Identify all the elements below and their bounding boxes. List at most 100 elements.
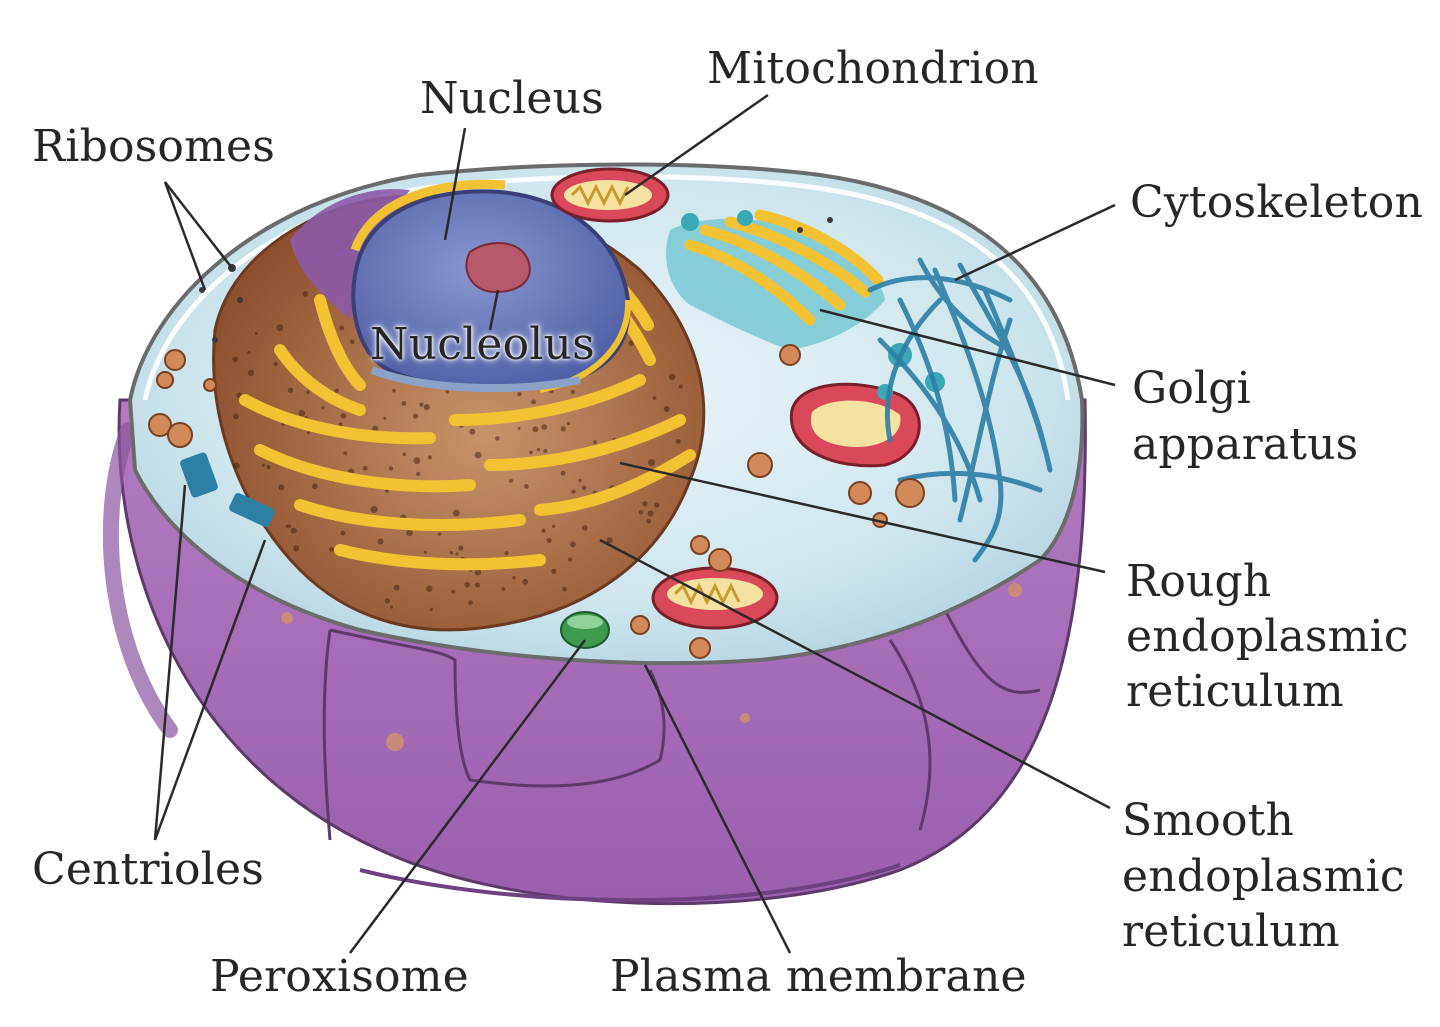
ribosome-dot	[646, 518, 652, 524]
ribosome-dot	[237, 297, 243, 303]
label-golgi-line1: Golgi	[1132, 363, 1251, 414]
ribosome-dot	[402, 452, 407, 457]
ribosome-dot	[517, 426, 521, 430]
vesicle	[156, 371, 174, 389]
leader-line	[153, 539, 267, 841]
ribosome-dot	[581, 485, 587, 491]
er-cisterna	[534, 449, 696, 516]
cytoskeleton-fiber	[932, 267, 1004, 563]
ribosome-dot	[372, 425, 379, 432]
ribosome-dot	[426, 585, 433, 592]
ribosome-dot	[247, 369, 255, 377]
er-cisterna	[239, 394, 436, 445]
ribosome-dot	[508, 478, 514, 483]
ribosome-dot	[401, 401, 407, 406]
cytoskeleton-fiber	[957, 317, 1013, 523]
label-nucleus: Nucleus	[420, 73, 604, 124]
ribosome-dot	[276, 324, 284, 332]
label-peroxisome: Peroxisome	[210, 951, 469, 1002]
ribosome-dot	[413, 457, 421, 464]
ribosome-dot	[451, 589, 456, 594]
er-cisterna	[294, 499, 526, 531]
ribosome-dot	[552, 524, 556, 529]
ribosome-dot	[546, 537, 552, 543]
ribosome-dot	[458, 545, 464, 551]
mitochondrion-top	[550, 167, 670, 223]
ribosome-dot	[278, 484, 285, 491]
ribosome-dot	[593, 440, 597, 445]
ribosome-dot	[464, 581, 471, 588]
ribosome-dot	[474, 568, 482, 576]
ribosome-dot	[290, 527, 297, 534]
ribosome-dot	[541, 528, 546, 533]
ribosome-dot	[570, 389, 576, 395]
ribosome-dot	[388, 466, 394, 471]
ribosome-dot	[445, 390, 450, 394]
ribosome-dot	[302, 291, 309, 297]
label-centrioles: Centrioles	[32, 844, 265, 895]
nucleolus	[465, 241, 531, 294]
ribosome-dot	[529, 450, 533, 455]
cytoskeleton-fibers	[867, 257, 1053, 563]
ribosome-dot	[212, 337, 218, 343]
ribosome-dot	[469, 428, 476, 435]
ribosome-dot	[384, 598, 391, 604]
leader-line	[443, 127, 467, 241]
ribosome-dot	[321, 406, 325, 410]
ribosome-dot	[273, 361, 278, 367]
ribosome-dot	[370, 506, 378, 513]
ribosome-dot	[312, 483, 318, 490]
ribosome-dot	[678, 384, 683, 389]
ribosome-dot	[306, 390, 310, 394]
ribosome-dot	[567, 557, 573, 562]
ribosome-dot	[543, 448, 548, 454]
ribosome-dot	[512, 576, 516, 580]
ribosome-dot	[475, 582, 480, 588]
vesicle	[690, 535, 710, 555]
leader-line	[153, 484, 187, 841]
ribosome-dot	[532, 426, 539, 433]
label-cytoskeleton: Cytoskeleton	[1130, 177, 1423, 228]
vesicle	[203, 378, 217, 392]
ribosome-dot	[517, 391, 522, 397]
ribosome-dot	[504, 551, 509, 556]
ribosome-dot	[406, 529, 413, 537]
er-cisterna	[314, 294, 366, 391]
ribosome-dot	[562, 586, 567, 592]
ribosome-dot	[393, 584, 400, 591]
er-cisterna	[449, 374, 646, 426]
centrioles	[180, 452, 275, 528]
leader-line	[643, 664, 792, 954]
ribosome-dot	[642, 501, 648, 507]
label-smooth-er-line2: endoplasmic	[1122, 851, 1405, 902]
leader-line	[488, 289, 500, 331]
leader-lines	[153, 93, 1116, 954]
ribosome-dot	[452, 511, 457, 516]
vesicle	[747, 452, 773, 478]
ribosome-dot	[306, 431, 310, 435]
golgi-cisterna	[699, 224, 846, 311]
label-ribosomes: Ribosomes	[32, 121, 276, 172]
vesicle	[848, 481, 872, 505]
vesicle	[689, 637, 711, 659]
label-mitochondrion: Mitochondrion	[707, 43, 1039, 94]
ribosome-dot	[551, 568, 557, 575]
golgi-cisterna	[724, 216, 871, 298]
ribosome-dot	[449, 551, 454, 555]
ribosome-dot	[247, 350, 251, 355]
ribosome-dot	[652, 396, 657, 400]
golgi-cisterna	[754, 209, 884, 286]
ribosome-dot	[797, 227, 803, 233]
ribosome-dot	[654, 502, 660, 508]
ribosome-dot	[343, 451, 348, 456]
ribosome-dot	[427, 455, 432, 460]
ribosome-dot	[578, 478, 582, 483]
vesicle	[779, 344, 801, 366]
ribosome-dot	[266, 465, 271, 470]
ribosome-dot	[606, 537, 613, 544]
leader-line	[164, 181, 233, 269]
ribosome-dot	[663, 406, 670, 412]
ribosome-dot	[416, 471, 421, 477]
